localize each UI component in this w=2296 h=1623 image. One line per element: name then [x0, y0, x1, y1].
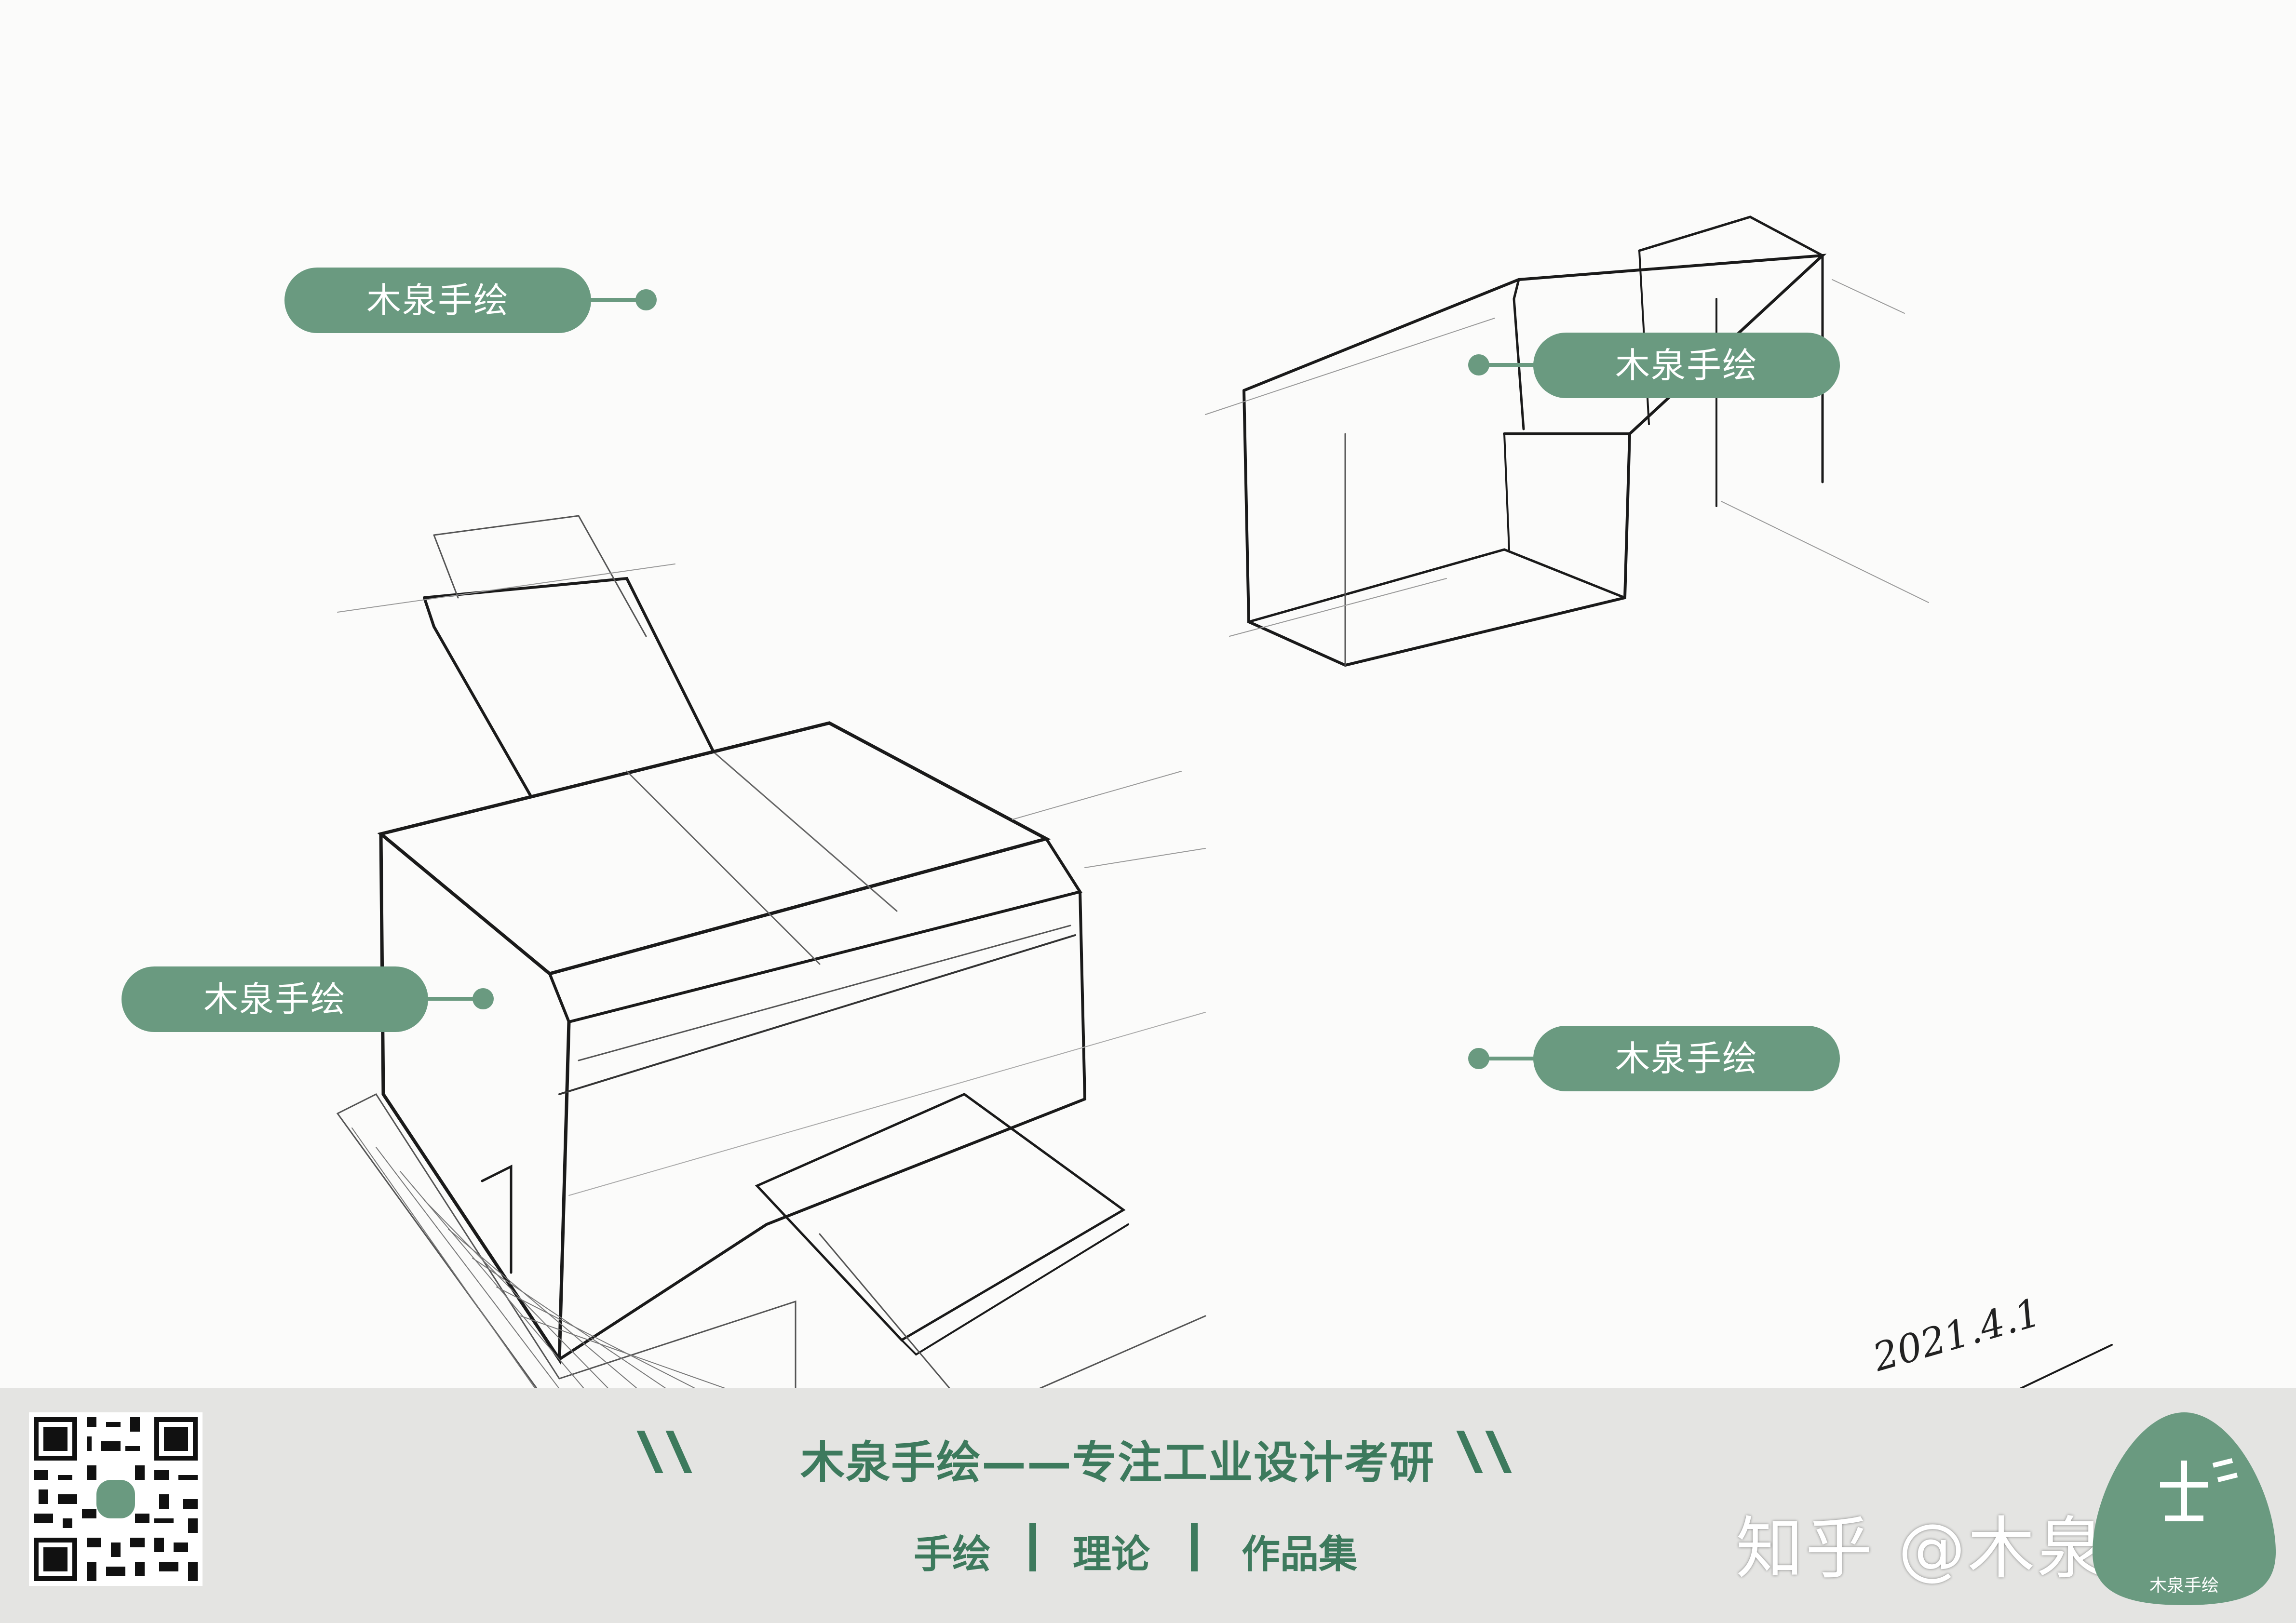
footer-nav-portfolio[interactable]: 作品集 — [1242, 1532, 1357, 1577]
brand-tag: 木泉手绘 — [1533, 1026, 1840, 1091]
tag-connector-line — [424, 997, 477, 1001]
footer-nav-handdrawing[interactable]: 手绘 — [914, 1532, 991, 1577]
tag-connector-dot — [473, 988, 494, 1009]
brand-tag: 木泉手绘 — [1533, 333, 1840, 398]
footer-slogan: 木泉手绘——专注工业设计考研 — [800, 1437, 1435, 1489]
footer-band — [0, 1388, 2296, 1623]
brand-tag: 木泉手绘 — [122, 966, 428, 1032]
tag-connector-line — [1475, 1057, 1538, 1060]
footer-nav-theory[interactable]: 理论 — [1073, 1532, 1150, 1577]
qr-code — [29, 1412, 203, 1586]
brand-logo-icon — [2093, 1412, 2276, 1605]
tag-connector-line — [1475, 363, 1538, 367]
tag-connector-dot — [1468, 1048, 1489, 1069]
tag-connector-dot — [1468, 354, 1489, 376]
brand-tag: 木泉手绘 — [284, 268, 591, 333]
footer-nav-separator — [1191, 1523, 1198, 1571]
footer-nav-separator — [1029, 1523, 1036, 1571]
logo-caption: 木泉手绘 — [2149, 1576, 2219, 1596]
tag-connector-dot — [635, 289, 657, 310]
tag-connector-line — [588, 298, 641, 302]
